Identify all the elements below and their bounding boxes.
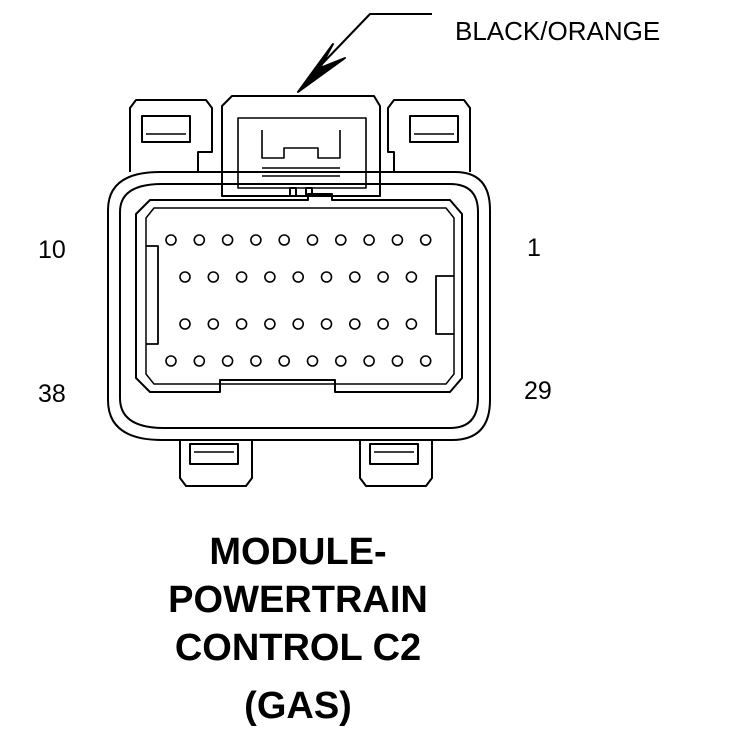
leader-line [321, 13, 432, 65]
pin-cavity [207, 318, 220, 330]
pin-cavity [348, 271, 361, 283]
pin-cavity [264, 318, 276, 330]
pin-cavity [405, 271, 418, 283]
pin-cavity [250, 355, 262, 367]
title-line-3: CONTROL C2 [174, 627, 422, 669]
bottom-right-ear [359, 440, 433, 487]
title-line-1: MODULE- [209, 531, 387, 573]
wire-color-label: BLACK/ORANGE [455, 16, 661, 46]
pin-cavity [250, 234, 262, 246]
pin-cavity [179, 271, 191, 283]
pin-cavity [306, 234, 319, 246]
top-left-ear [129, 99, 213, 172]
bottom-left-ear [179, 440, 253, 487]
pin-cavity [193, 234, 206, 246]
pin-cavity [391, 355, 404, 367]
connector-housing-outer [107, 171, 491, 441]
pin-cavity [377, 271, 389, 283]
latch-tab [261, 130, 341, 159]
pointer-arrow [297, 43, 346, 93]
pin-face-inner [145, 207, 455, 385]
pin-cavity [363, 355, 375, 367]
right-key [435, 275, 454, 335]
pin-cavity [320, 271, 333, 283]
pin-cavity [405, 318, 418, 330]
pin-cavity [377, 318, 389, 330]
pin-label-top-right: 1 [527, 234, 541, 262]
pin-cavity [165, 234, 177, 246]
top-left-ear-slot [141, 115, 191, 143]
pin-cavity [278, 234, 291, 246]
pin-cavity [363, 234, 375, 246]
pin-face [135, 193, 463, 393]
pin-cavity [334, 355, 347, 367]
bottom-right-ear-slot [369, 443, 419, 465]
pin-cavity [306, 355, 319, 367]
pin-label-bottom-left: 38 [38, 380, 66, 408]
top-latch-inner [237, 117, 367, 189]
pin-cavity [179, 318, 191, 330]
title-line-4: (GAS) [244, 685, 352, 727]
pin-cavity [235, 271, 248, 283]
pin-label-bottom-right: 29 [524, 377, 552, 405]
pin-cavity [419, 234, 432, 246]
pin-cavity [207, 271, 220, 283]
pin-cavity [348, 318, 361, 330]
pin-cavity [320, 318, 333, 330]
pin-label-top-left: 10 [38, 236, 66, 264]
pin-cavity [235, 318, 248, 330]
pin-cavity [419, 355, 432, 367]
bottom-left-ear-slot [189, 443, 239, 465]
left-key [146, 245, 159, 345]
pin-cavity [391, 234, 404, 246]
title-line-2: POWERTRAIN [168, 579, 428, 621]
pin-cavity [278, 355, 291, 367]
pin-cavity [193, 355, 206, 367]
connector-housing-inner [119, 183, 479, 429]
pin-cavity [292, 271, 305, 283]
top-latch [221, 95, 381, 197]
pin-cavity [264, 271, 276, 283]
top-right-ear [387, 99, 471, 172]
pin-cavity [334, 234, 347, 246]
top-right-ear-slot [409, 115, 459, 143]
pin-cavity [221, 234, 234, 246]
pin-cavity [165, 355, 177, 367]
pin-cavity [221, 355, 234, 367]
pin-cavity [292, 318, 305, 330]
